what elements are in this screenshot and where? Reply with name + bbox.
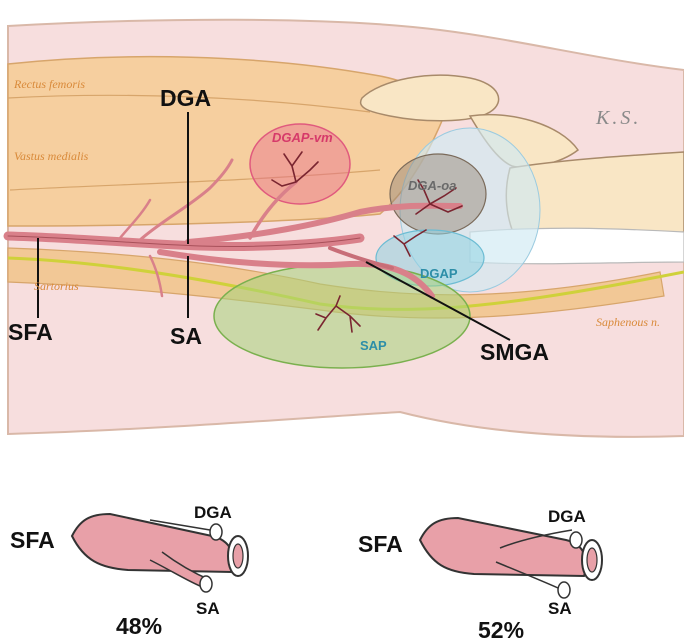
dgap-label: DGAP [420, 266, 458, 281]
dgap-vm-label: DGAP-vm [272, 130, 333, 145]
smga-label: SMGA [480, 339, 549, 365]
variant-left-percent: 48% [116, 613, 162, 639]
dga-oa-label: DGA-oa [408, 178, 456, 193]
variant-left-vessel-main [72, 514, 234, 572]
artist-signature: K.S. [595, 107, 641, 129]
sa-label: SA [170, 323, 202, 349]
variant-right-main-lumen [587, 548, 597, 572]
variant-right-percent: 52% [478, 617, 524, 641]
variant-left: SFA DGA SA 48% [10, 503, 248, 639]
sap-label: SAP [360, 338, 387, 353]
variant-right-dga-end [570, 532, 582, 548]
dga-label: DGA [160, 85, 211, 111]
variant-left-sa-label: SA [196, 599, 220, 618]
variant-right-dga-label: DGA [548, 507, 586, 526]
variant-right-sa-end [558, 582, 570, 598]
variant-left-dga-label: DGA [194, 503, 232, 522]
rectus-femoris-label: Rectus femoris [13, 77, 85, 91]
variant-right: SFA DGA SA 52% [358, 507, 602, 641]
sartorius-label: Sartorius [34, 279, 79, 293]
variant-right-sa-label: SA [548, 599, 572, 618]
saphenous-label: Saphenous n. [596, 315, 660, 329]
variant-left-dga-end [210, 524, 222, 540]
variant-left-sfa-label: SFA [10, 527, 55, 553]
sfa-label: SFA [8, 319, 53, 345]
thigh-illustration: Rectus femoris Vastus medialis Sartorius… [8, 20, 684, 437]
variant-right-sfa-label: SFA [358, 531, 403, 557]
vastus-medialis-label: Vastus medialis [14, 149, 89, 163]
variant-left-sa-end [200, 576, 212, 592]
variant-left-main-lumen [233, 544, 243, 568]
dga-oa-region [390, 154, 486, 234]
